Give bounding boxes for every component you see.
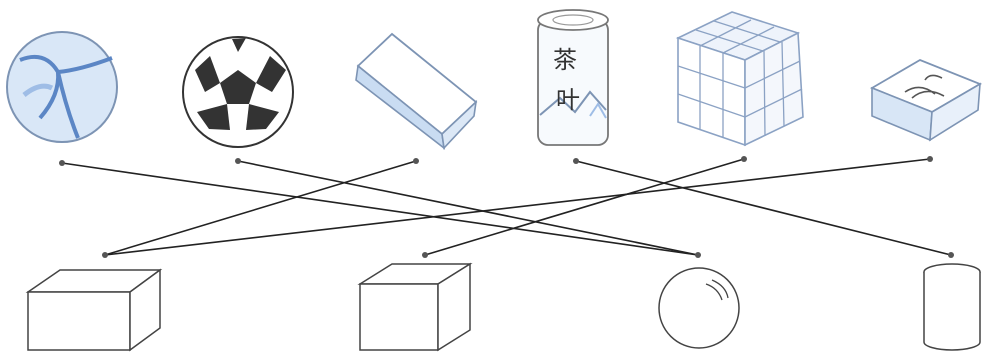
connection-line-soccer-ball-to-sphere [237, 160, 699, 256]
anchor-dot-soccer-ball [235, 158, 241, 164]
anchor-dot-gift-box [927, 156, 933, 162]
connection-line-marble-to-sphere [61, 162, 699, 256]
connection-dots [59, 156, 954, 258]
rubiks-cube-icon [675, 11, 804, 147]
anchor-dot-cuboid [102, 252, 108, 258]
soccer-ball-icon [182, 36, 294, 148]
anchor-dot-eraser [413, 158, 419, 164]
connection-lines [61, 158, 952, 256]
connection-line-tea-can-to-cylinder [575, 160, 952, 256]
anchor-dot-tea-can [573, 158, 579, 164]
marble-ball-icon [6, 31, 118, 143]
anchor-dot-sphere [695, 252, 701, 258]
tea-can-icon: 茶 叶 [537, 9, 609, 146]
tea-can-label-char-1: 茶 [553, 46, 577, 74]
sphere-icon [658, 267, 740, 349]
anchor-dot-marble [59, 160, 65, 166]
cylinder-icon [923, 263, 981, 351]
gift-box-icon [869, 59, 983, 142]
eraser-icon [355, 32, 478, 150]
anchor-dot-rubiks-cube [741, 156, 747, 162]
tea-can-label-char-2: 叶 [556, 86, 580, 114]
anchor-dot-cube [422, 252, 428, 258]
anchor-dot-cylinder [948, 252, 954, 258]
cube-icon [357, 262, 473, 352]
connection-line-rubiks-cube-to-cube [424, 158, 745, 256]
connection-line-eraser-to-cuboid [104, 160, 417, 256]
cuboid-icon [25, 268, 163, 352]
connection-line-gift-box-to-cuboid [104, 158, 931, 256]
